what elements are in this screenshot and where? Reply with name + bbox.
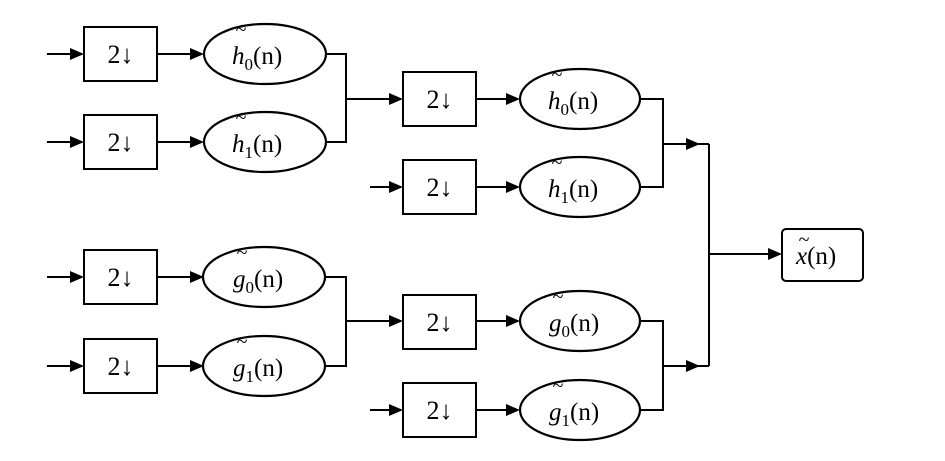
tilde-mark: ~ [553, 375, 564, 397]
downsampler-label: 2↓ [427, 396, 453, 425]
merge-bracket [325, 276, 347, 367]
arrow-icon [506, 315, 520, 327]
filter-label: g0(n) [549, 310, 599, 341]
arrow-icon [389, 315, 403, 327]
arrow-icon [190, 136, 204, 148]
downsampler-box [402, 159, 477, 215]
arrow-icon [686, 138, 700, 150]
downsampler-box [83, 249, 158, 305]
output-node: ~ x(n) [781, 228, 864, 282]
stage2-branch-g0: 2↓ ~ g0(n) [402, 286, 642, 353]
arrow-icon [70, 271, 84, 283]
downsampler-label: 2↓ [427, 308, 453, 337]
arrow-icon [190, 271, 204, 283]
tilde-mark: ~ [237, 331, 248, 353]
tilde-mark: ~ [553, 286, 564, 308]
downsampler-box [402, 294, 477, 350]
filter-label: h1(n) [232, 131, 282, 162]
tilde-mark: ~ [799, 229, 810, 251]
arrow-icon [389, 93, 403, 105]
downsampler-label: 2↓ [108, 40, 134, 69]
arrow-icon [190, 360, 204, 372]
downsampler-box [83, 338, 158, 394]
stage2-branch-g1: 2↓ ~ g1(n) [370, 375, 642, 442]
stage1-branch-g1: 2↓ ~ g1(n) [47, 331, 327, 398]
tilde-mark: ~ [236, 19, 247, 41]
arrow-icon [768, 248, 782, 260]
merge-bracket [640, 98, 664, 188]
downsampler-label: 2↓ [427, 173, 453, 202]
arrow-icon [686, 360, 700, 372]
merge-bracket [640, 320, 664, 411]
filter-label: g0(n) [233, 266, 283, 297]
stage1-branch-g0: 2↓ ~ g0(n) [47, 242, 327, 309]
arrow-icon [70, 48, 84, 60]
arrow-icon [389, 404, 403, 416]
filter-label: g1(n) [549, 399, 599, 430]
downsampler-box [402, 382, 477, 438]
tilde-mark: ~ [552, 152, 563, 174]
tilde-mark: ~ [237, 242, 248, 264]
filter-label: h0(n) [548, 88, 598, 119]
arrow-icon [70, 360, 84, 372]
stage2-branch-h0: 2↓ ~ h0(n) [402, 64, 642, 131]
arrow-icon [506, 93, 520, 105]
downsampler-label: 2↓ [108, 128, 134, 157]
arrow-icon [506, 181, 520, 193]
downsampler-label: 2↓ [427, 85, 453, 114]
stage2-branch-h1: 2↓ ~ h1(n) [370, 152, 642, 219]
stage1-branch-h1: 2↓ ~ h1(n) [47, 107, 328, 174]
filter-label: g1(n) [233, 355, 283, 386]
tilde-mark: ~ [236, 107, 247, 129]
stage1-branch-h0: 2↓ ~ h0(n) [47, 19, 328, 86]
arrow-icon [506, 404, 520, 416]
downsampler-label: 2↓ [108, 263, 134, 292]
arrow-icon [70, 136, 84, 148]
downsampler-label: 2↓ [108, 352, 134, 381]
arrow-icon [389, 181, 403, 193]
output-label: x(n) [795, 243, 836, 270]
arrow-icon [190, 48, 204, 60]
merge-bracket [326, 53, 347, 143]
output-box [781, 228, 864, 282]
tilde-mark: ~ [552, 64, 563, 86]
filter-label: h1(n) [548, 176, 598, 207]
filter-label: h0(n) [232, 43, 282, 74]
